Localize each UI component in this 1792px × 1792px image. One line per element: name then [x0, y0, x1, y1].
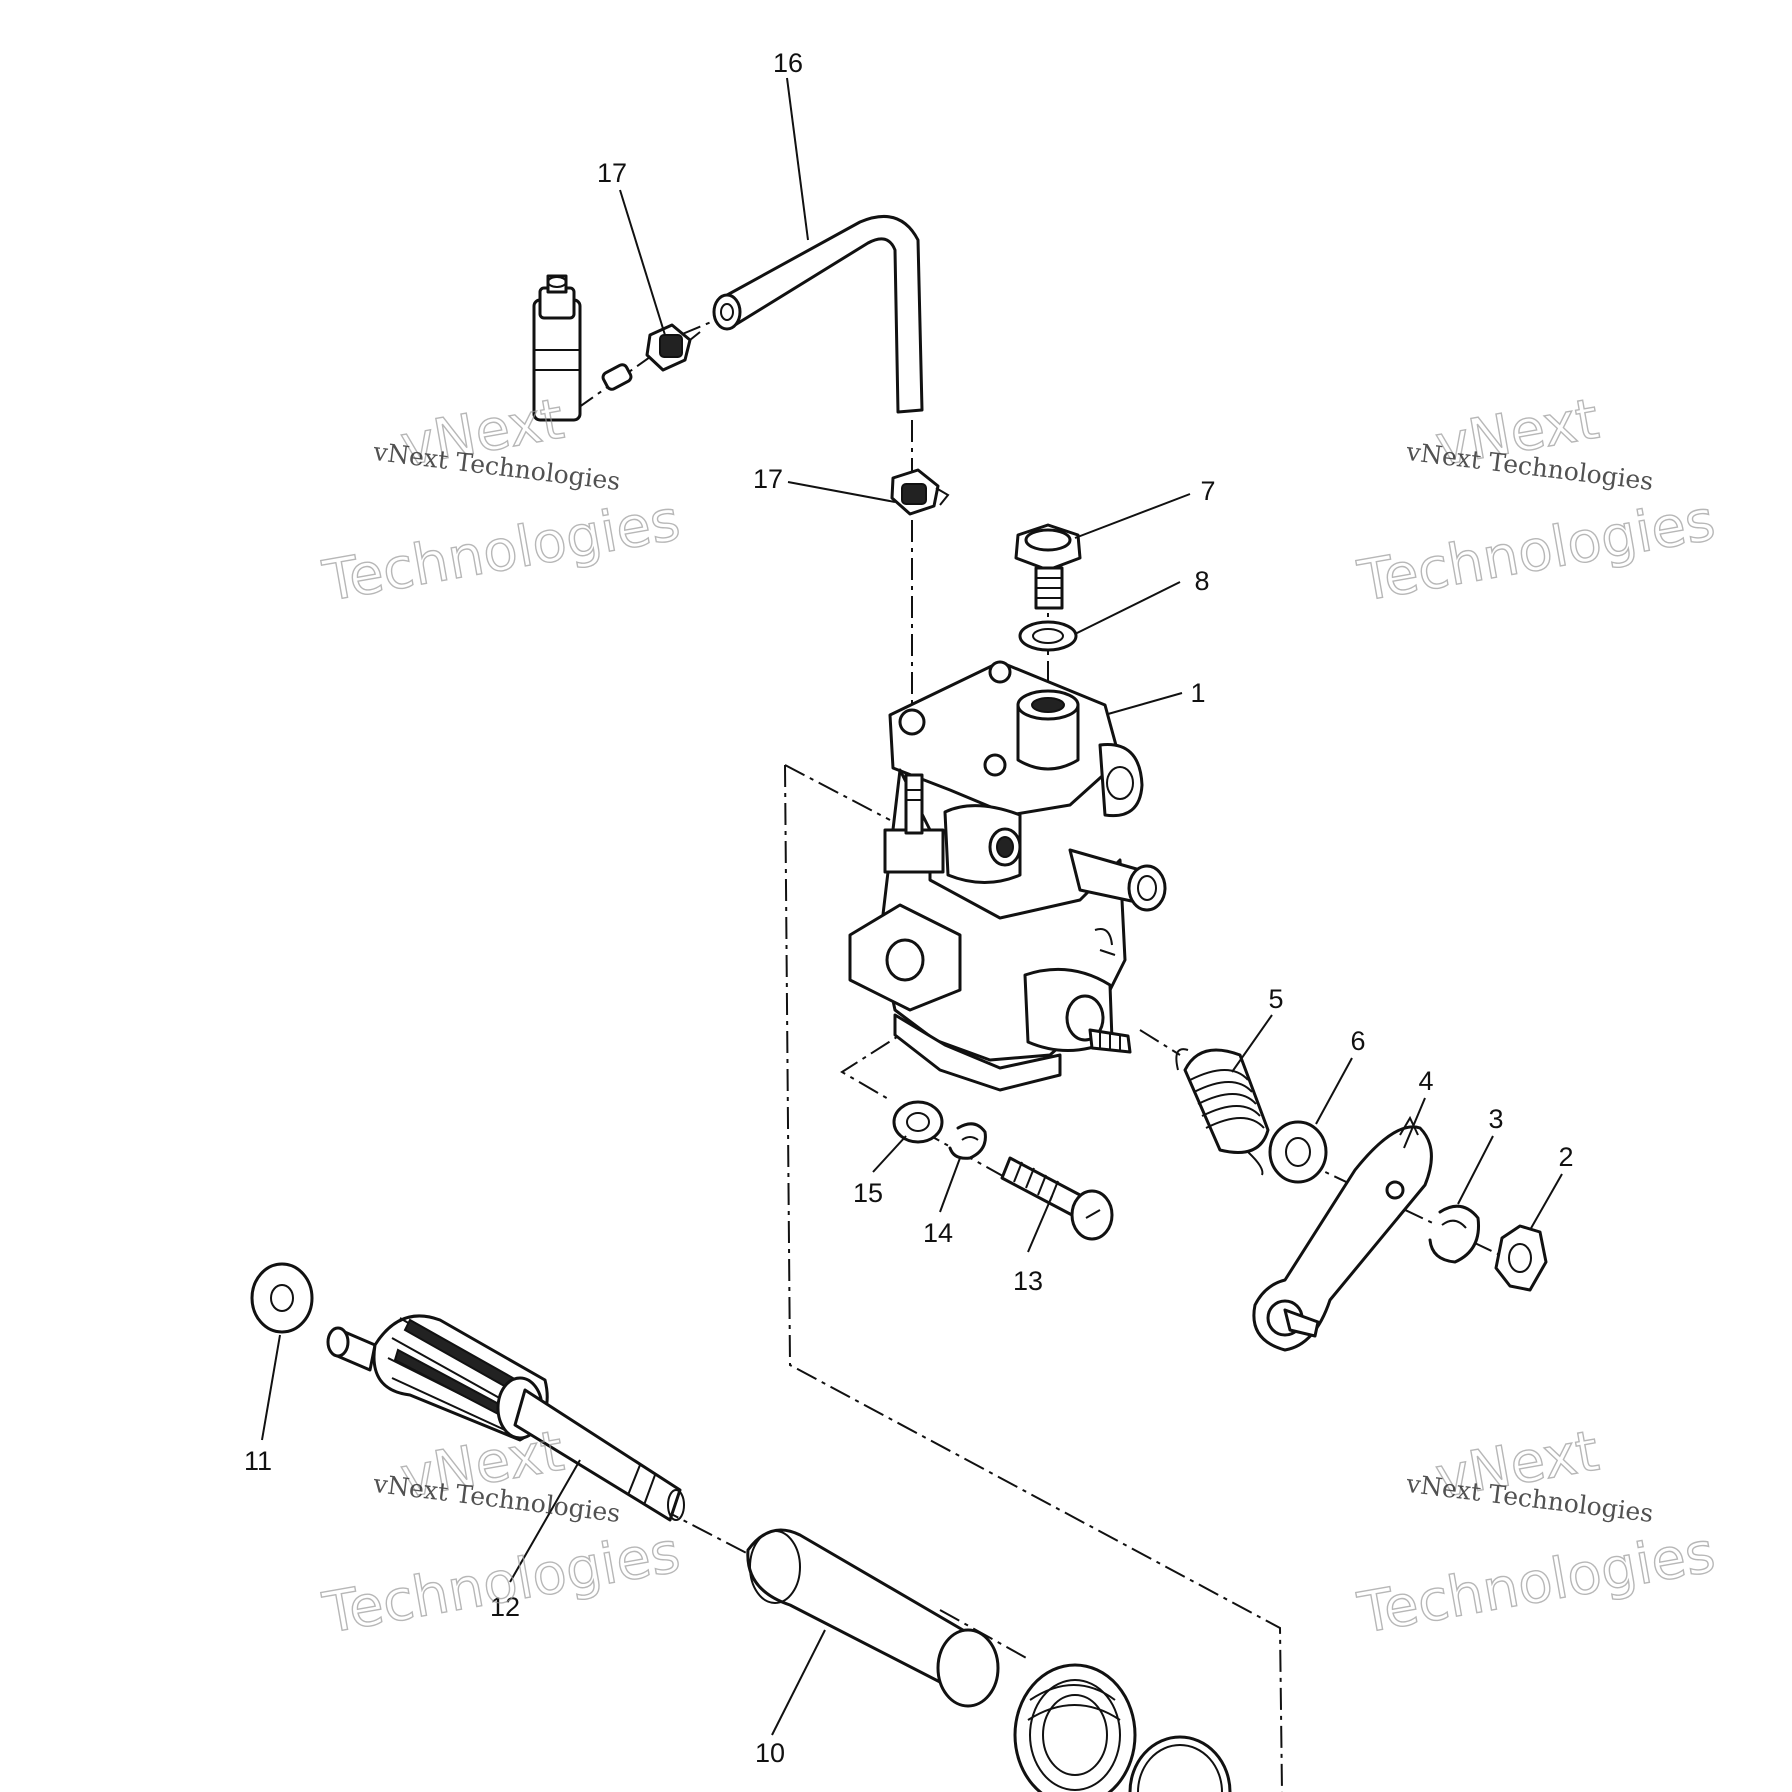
leader-15 [872, 1135, 907, 1173]
callout-4: 4 [1418, 1066, 1433, 1096]
callout-12: 12 [490, 1592, 520, 1622]
leader-17b [787, 481, 896, 503]
watermark-top-right: vNext Technologies vNext Technologies [1352, 386, 1720, 615]
watermark-bottom-left: vNext Technologies vNext Technologies [317, 1418, 685, 1647]
leader-7 [1074, 493, 1191, 539]
callout-17-lower: 17 [753, 464, 783, 494]
callout-8: 8 [1194, 566, 1209, 596]
chain-line-lever-axis [1139, 1029, 1181, 1056]
callout-3: 3 [1488, 1104, 1503, 1134]
svg-text:Technologies: Technologies [1353, 488, 1720, 615]
leader-3 [1457, 1135, 1494, 1205]
chain-line-shaft-axis [624, 1489, 761, 1561]
callout-2: 2 [1558, 1142, 1573, 1172]
leader-16 [786, 77, 809, 241]
svg-text:Technologies: Technologies [318, 1520, 685, 1647]
svg-text:Technologies: Technologies [1353, 1520, 1720, 1647]
hose-fitting [532, 274, 633, 422]
callout-14: 14 [923, 1218, 953, 1248]
hose-clip-lower [890, 468, 950, 516]
spring-washer-3 [1428, 1204, 1481, 1264]
leader-6 [1315, 1057, 1353, 1125]
leader-4 [1403, 1097, 1426, 1149]
spring-washer-14 [948, 1122, 987, 1160]
callout-11: 11 [244, 1446, 272, 1476]
assembly-boundary-line [784, 764, 1283, 1792]
o-ring [1128, 1735, 1232, 1792]
leader-2 [1529, 1173, 1563, 1231]
spacer-washer-6 [1268, 1120, 1328, 1184]
callout-6: 6 [1350, 1026, 1365, 1056]
callout-13: 13 [1013, 1266, 1043, 1296]
leader-17a [619, 189, 666, 336]
return-spring [1175, 1048, 1270, 1176]
callout-17-upper: 17 [597, 158, 627, 188]
thrust-washer [250, 1262, 314, 1334]
leader-1 [1107, 692, 1183, 715]
leader-11 [261, 1334, 281, 1441]
callout-7: 7 [1200, 476, 1215, 506]
callout-1: 1 [1190, 678, 1205, 708]
driven-gear [1013, 1663, 1137, 1792]
chain-line-mount-left [840, 949, 957, 1101]
leader-8 [1074, 581, 1181, 635]
callout-5: 5 [1268, 984, 1283, 1014]
leader-14 [939, 1157, 961, 1213]
hex-nut [1494, 1224, 1548, 1292]
callout-15: 15 [853, 1178, 883, 1208]
leader-5 [1231, 1014, 1273, 1073]
oil-pump-body [848, 660, 1167, 1092]
leader-12 [509, 1459, 581, 1583]
leader-13 [1027, 1195, 1053, 1253]
svg-text:Technologies: Technologies [318, 488, 685, 615]
drive-sleeve [746, 1528, 1000, 1708]
oil-hose [712, 214, 924, 414]
banjo-bolt [1014, 523, 1082, 610]
flat-washer-15 [892, 1100, 944, 1144]
callout-10: 10 [755, 1738, 785, 1768]
callout-16: 16 [773, 48, 803, 78]
hose-clip-upper [645, 323, 701, 372]
sealing-washer [1018, 620, 1078, 652]
leader-10 [771, 1629, 826, 1736]
chain-line-pump-top [784, 764, 891, 821]
watermark-bottom-right: vNext Technologies vNext Technologies [1352, 1418, 1720, 1647]
watermark-top-left: vNext Technologies vNext Technologies [317, 386, 685, 615]
mounting-screw [1000, 1156, 1114, 1241]
drive-gear-shaft [326, 1314, 685, 1522]
